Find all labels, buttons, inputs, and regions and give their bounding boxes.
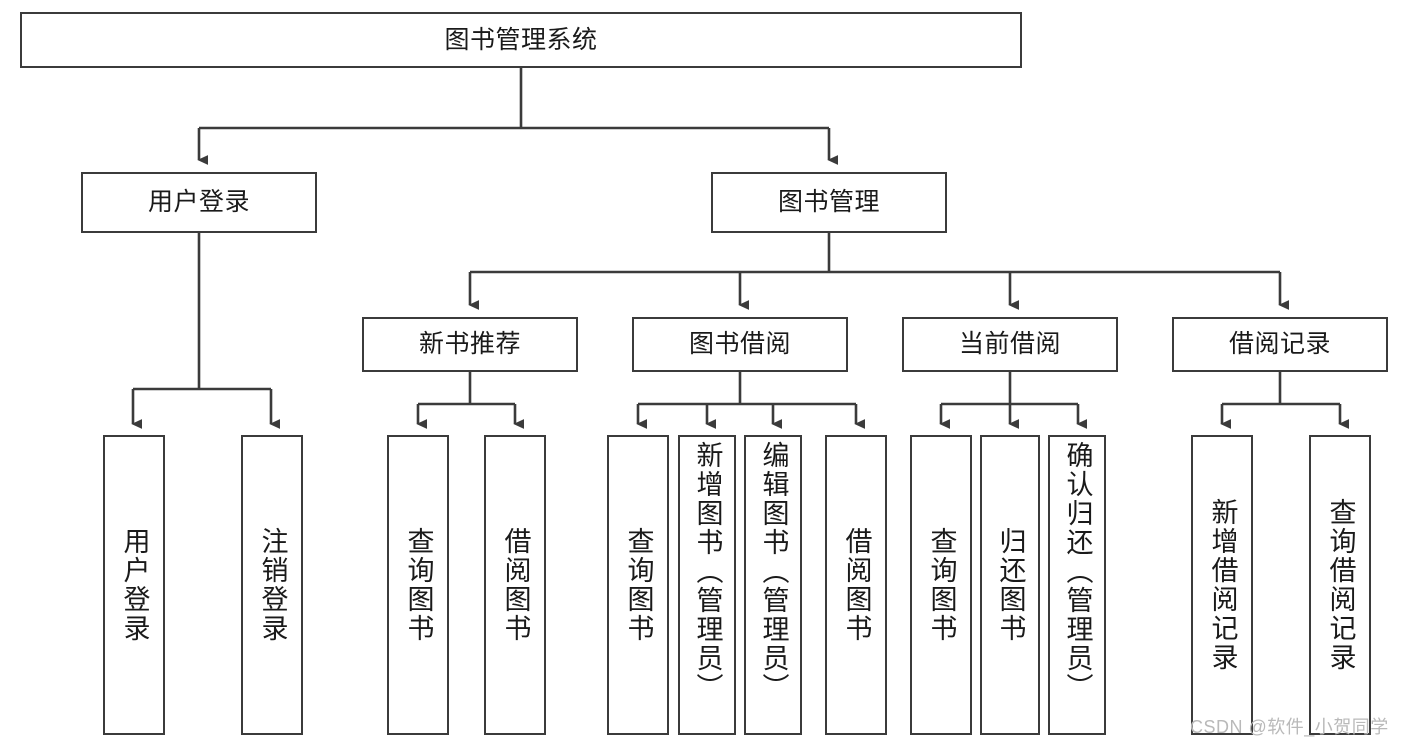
node-borrow-record-label: 借阅记录 [1228,330,1331,358]
leaf-book-borrow-edit-label: 编辑图书（管理员） [758,441,789,702]
leaf-new-book-borrow[interactable]: 借阅图书 [484,435,546,735]
leaf-book-borrow-borrow-label: 借阅图书 [841,527,872,643]
leaf-new-book-query[interactable]: 查询图书 [387,435,449,735]
leaf-new-book-query-label: 查询图书 [403,527,434,643]
node-root-label: 图书管理系统 [444,25,598,54]
leaf-user-login-logout[interactable]: 注销登录 [241,435,303,735]
leaf-book-borrow-borrow[interactable]: 借阅图书 [825,435,887,735]
node-current-borrow-label: 当前借阅 [958,330,1061,358]
node-borrow-record[interactable]: 借阅记录 [1172,317,1388,372]
node-new-book-recommend-label: 新书推荐 [418,330,521,358]
leaf-borrow-record-query-label: 查询借阅记录 [1325,498,1356,672]
node-user-login-label: 用户登录 [147,188,250,216]
leaf-current-borrow-confirm[interactable]: 确认归还（管理员） [1048,435,1106,735]
node-user-login[interactable]: 用户登录 [81,172,317,233]
node-current-borrow[interactable]: 当前借阅 [902,317,1118,372]
leaf-borrow-record-query[interactable]: 查询借阅记录 [1309,435,1371,735]
leaf-book-borrow-add-label: 新增图书（管理员） [692,441,723,702]
leaf-user-login-login-label: 用户登录 [119,527,150,643]
leaf-book-borrow-query[interactable]: 查询图书 [607,435,669,735]
leaf-book-borrow-add[interactable]: 新增图书（管理员） [678,435,736,735]
leaf-new-book-borrow-label: 借阅图书 [500,527,531,643]
leaf-current-borrow-confirm-label: 确认归还（管理员） [1062,441,1093,702]
leaf-current-borrow-return-label: 归还图书 [995,527,1026,643]
node-book-borrow-label: 图书借阅 [688,330,791,358]
leaf-user-login-logout-label: 注销登录 [257,527,288,643]
leaf-borrow-record-add-label: 新增借阅记录 [1207,498,1238,672]
leaf-current-borrow-query-label: 查询图书 [926,527,957,643]
leaf-book-borrow-edit[interactable]: 编辑图书（管理员） [744,435,802,735]
leaf-book-borrow-query-label: 查询图书 [623,527,654,643]
node-book-borrow[interactable]: 图书借阅 [632,317,848,372]
leaf-user-login-login[interactable]: 用户登录 [103,435,165,735]
leaf-borrow-record-add[interactable]: 新增借阅记录 [1191,435,1253,735]
node-book-management[interactable]: 图书管理 [711,172,947,233]
csdn-watermark: CSDN @软件_小贺同学 [1190,717,1389,737]
node-root-system[interactable]: 图书管理系统 [20,12,1022,68]
leaf-current-borrow-return[interactable]: 归还图书 [980,435,1040,735]
node-new-book-recommend[interactable]: 新书推荐 [362,317,578,372]
node-book-management-label: 图书管理 [777,188,880,216]
leaf-current-borrow-query[interactable]: 查询图书 [910,435,972,735]
